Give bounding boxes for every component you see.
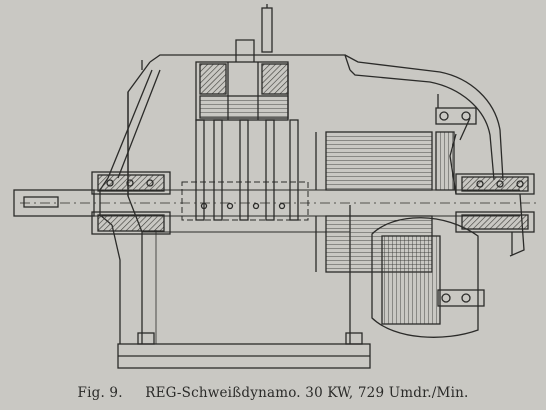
dynamo-drawing — [13, 4, 540, 369]
figure-caption: Fig. 9. REG-Schweißdynamo. 30 KW, 729 Um… — [0, 380, 546, 406]
caption-spacer — [127, 385, 140, 401]
housing — [127, 54, 504, 344]
left-bearing — [91, 171, 171, 235]
caption-text: REG-Schweißdynamo. 30 KW, 729 Umdr./Min. — [145, 385, 469, 401]
right-bearing — [449, 117, 535, 257]
exciter-top — [195, 4, 289, 121]
figure-number: Fig. 9. — [77, 385, 123, 401]
base-foot — [117, 332, 371, 369]
field-coil — [371, 217, 485, 338]
left-end-shield — [99, 69, 161, 344]
upper-bracket — [435, 94, 477, 125]
brush-holders — [181, 119, 309, 221]
